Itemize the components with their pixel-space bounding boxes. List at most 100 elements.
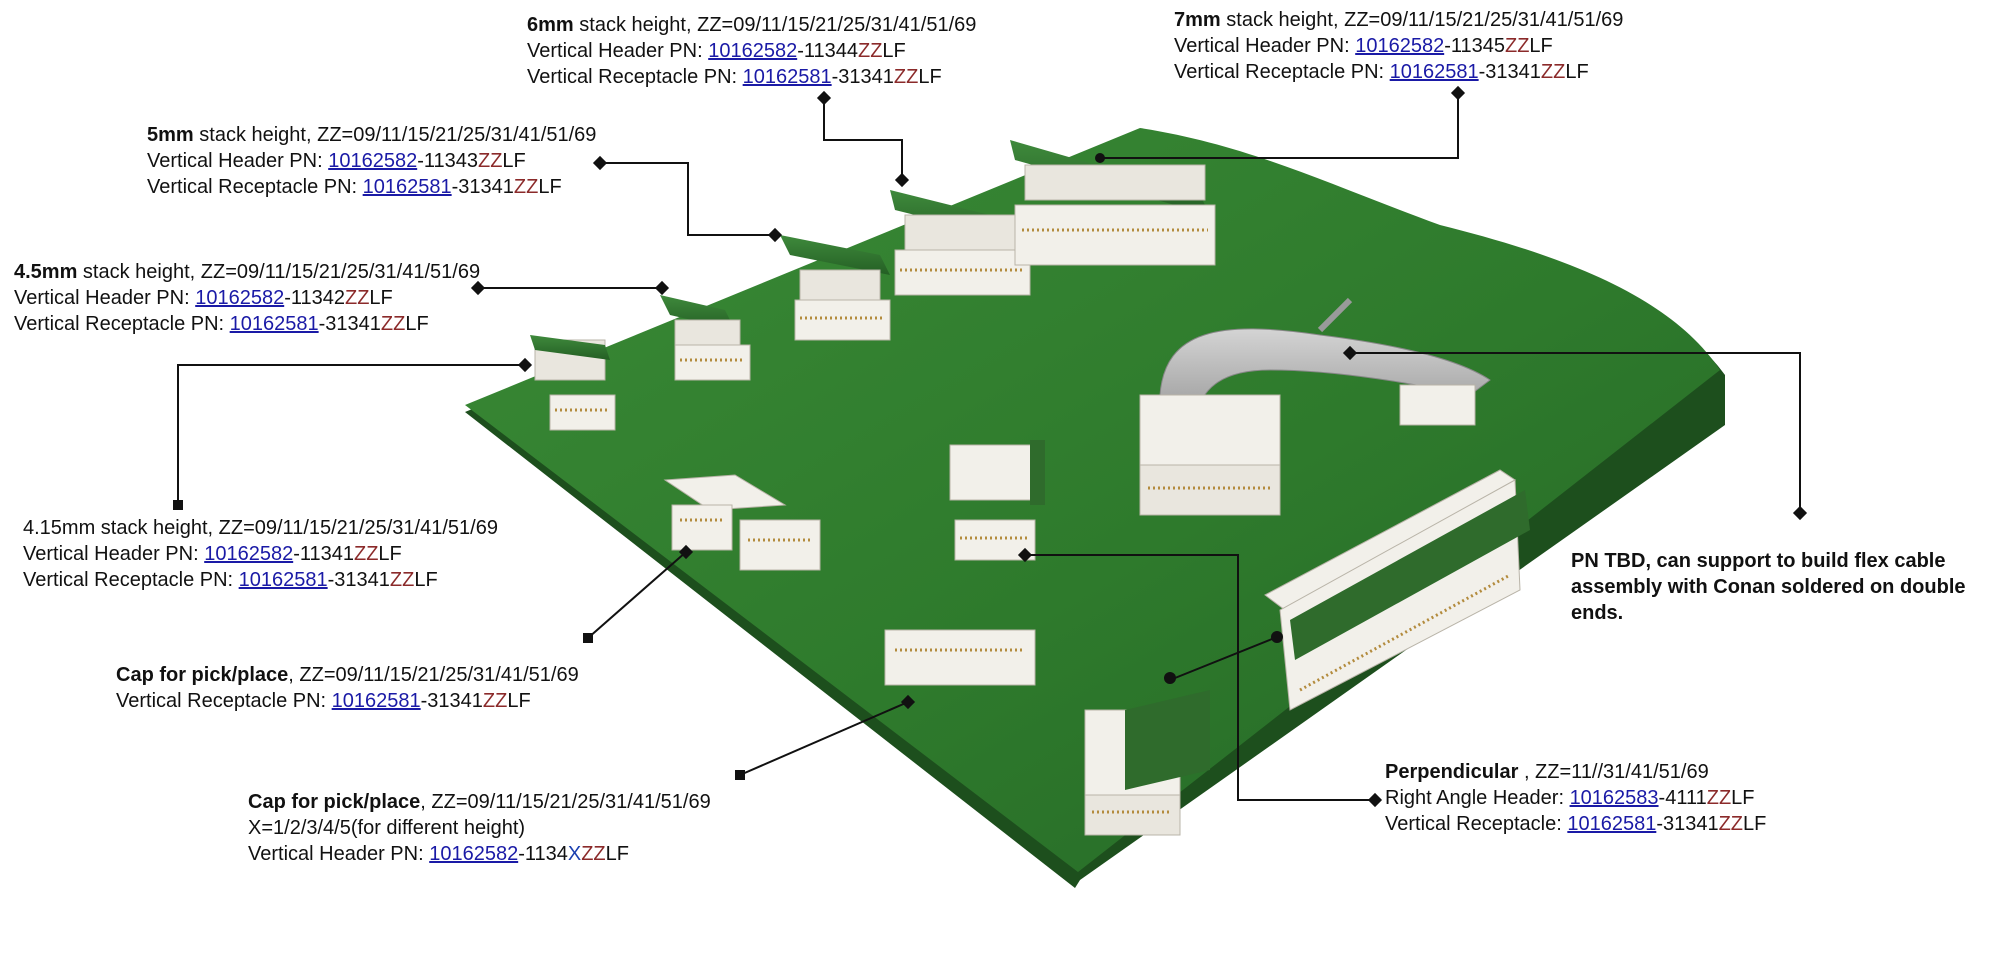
connector-4-15mm-stack	[530, 335, 616, 431]
lf-suffix: LF	[414, 569, 438, 591]
callout-flex-cable: PN TBD, can support to build flex cable …	[1571, 548, 2000, 626]
zz-token: ZZ	[513, 176, 539, 198]
header-label: Vertical Header PN:	[147, 150, 329, 172]
dot-5mm-start	[592, 155, 608, 171]
leader-cap-receptacle	[587, 551, 687, 639]
zz-options: , ZZ=09/11/15/21/25/31/41/51/69	[420, 791, 711, 813]
zz-token: ZZ	[1706, 787, 1732, 809]
receptacle-pn-suffix: -31341	[831, 66, 894, 88]
zz-options: , ZZ=11//31/41/51/69	[1518, 761, 1709, 783]
header-pn-link[interactable]: 10162582	[429, 843, 519, 865]
receptacle-pn-link[interactable]: 10162581	[742, 66, 832, 88]
receptacle-label: Vertical Receptacle PN:	[116, 690, 332, 712]
receptacle-pn-link[interactable]: 10162581	[331, 690, 421, 712]
zz-token: ZZ	[857, 40, 883, 62]
lf-suffix: LF	[1565, 61, 1589, 83]
connector-4-5mm-stack	[660, 295, 751, 381]
lf-suffix: LF	[1731, 787, 1755, 809]
stack-height-label: 7mm	[1174, 9, 1221, 31]
header-pn-line: Vertical Header PN: 10162582-11345ZZLF	[1174, 33, 1623, 59]
dot-4-15mm-end	[517, 357, 533, 373]
connector-5mm-stack	[780, 235, 891, 341]
zz-token: ZZ	[344, 287, 370, 309]
receptacle-pn-suffix: -31341	[1656, 813, 1719, 835]
dot-cap-header-end	[900, 694, 916, 710]
header-pn-suffix: -11341	[293, 543, 354, 565]
cap-pick-place-header	[884, 629, 1036, 686]
dot-7mm-end	[1095, 153, 1105, 163]
header-pn-suffix: -11344	[797, 40, 858, 62]
receptacle-pn-suffix: -31341	[420, 690, 483, 712]
receptacle-pn-suffix: -31341	[327, 569, 390, 591]
cap-label: Cap for pick/place	[116, 664, 289, 686]
flex-cable-assembly	[1139, 297, 1491, 516]
header-pn-line: Vertical Header PN: 10162582-11343ZZLF	[147, 148, 596, 174]
receptacle-label: Vertical Receptacle PN:	[23, 569, 239, 591]
receptacle-label: Vertical Receptacle:	[1385, 813, 1568, 835]
lf-suffix: LF	[405, 313, 429, 335]
header-label: Right Angle Header:	[1385, 787, 1570, 809]
lf-suffix: LF	[1529, 35, 1553, 57]
receptacle-pn-line: Vertical Receptacle PN: 10162581-31341ZZ…	[527, 64, 976, 90]
dot-cap-header-start	[735, 770, 745, 780]
callout-4-15mm: 4.15mm stack height, ZZ=09/11/15/21/25/3…	[23, 515, 498, 593]
dot-flex-end	[1792, 505, 1808, 521]
receptacle-pn-line: Vertical Receptacle PN: 10162581-31341ZZ…	[116, 688, 579, 714]
receptacle-label: Vertical Receptacle PN:	[147, 176, 363, 198]
dot-perp-end	[1017, 547, 1033, 563]
connector-7mm-stack	[1010, 140, 1216, 266]
header-label: Vertical Header PN:	[14, 287, 196, 309]
connector-perpendicular	[1084, 469, 1530, 836]
lf-suffix: LF	[369, 287, 393, 309]
stack-height-label: 5mm	[147, 124, 194, 146]
cap-label: Cap for pick/place	[248, 791, 421, 813]
receptacle-pn-link[interactable]: 10162581	[229, 313, 319, 335]
dot-flex-start	[1342, 345, 1358, 361]
zz-token: ZZ	[482, 690, 508, 712]
callout-4-5mm: 4.5mm stack height, ZZ=09/11/15/21/25/31…	[14, 259, 480, 337]
leader-4-15mm	[177, 364, 525, 505]
zz-options: , ZZ=09/11/15/21/25/31/41/51/69	[288, 664, 579, 686]
callout-cap-receptacle: Cap for pick/place, ZZ=09/11/15/21/25/31…	[116, 662, 579, 714]
header-pn-link[interactable]: 10162582	[328, 150, 418, 172]
header-pn-line: Vertical Header PN: 10162582-11342ZZLF	[14, 285, 480, 311]
leader-lines	[177, 93, 1801, 801]
zz-options: stack height, ZZ=09/11/15/21/25/31/41/51…	[1220, 9, 1624, 31]
dot-4-15mm-start	[173, 500, 183, 510]
receptacle-pn-link[interactable]: 10162581	[1567, 813, 1657, 835]
receptacle-pn-suffix: -31341	[1478, 61, 1541, 83]
dot-perp-start	[1367, 792, 1383, 808]
callout-4-5mm-title: 4.5mm stack height, ZZ=09/11/15/21/25/31…	[14, 259, 480, 285]
header-pn-link[interactable]: 10162582	[204, 543, 294, 565]
callout-5mm: 5mm stack height, ZZ=09/11/15/21/25/31/4…	[147, 122, 596, 200]
receptacle-pn-link[interactable]: 10162581	[362, 176, 452, 198]
dot-4-5mm-end	[654, 280, 670, 296]
zz-options: stack height, ZZ=09/11/15/21/25/31/41/51…	[77, 261, 481, 283]
header-pn-link[interactable]: 10162583	[1569, 787, 1659, 809]
header-pn-link[interactable]: 10162582	[1355, 35, 1445, 57]
header-pn-line: Vertical Header PN: 10162582-11344ZZLF	[527, 38, 976, 64]
receptacle-pn-link[interactable]: 10162581	[238, 569, 328, 591]
leader-perpendicular	[1025, 554, 1375, 801]
callout-7mm-title: 7mm stack height, ZZ=09/11/15/21/25/31/4…	[1174, 7, 1623, 33]
dot-perp-a	[1164, 672, 1176, 684]
header-pn-suffix: -11342	[284, 287, 345, 309]
header-label: Vertical Header PN:	[1174, 35, 1356, 57]
stack-height-label: 4.5mm	[14, 261, 78, 283]
dot-5mm-end	[767, 227, 783, 243]
header-pn-link[interactable]: 10162582	[708, 40, 798, 62]
stack-height-label: 6mm	[527, 14, 574, 36]
receptacle-pn-link[interactable]: 10162581	[1389, 61, 1479, 83]
lf-suffix: LF	[502, 150, 526, 172]
lf-suffix: LF	[378, 543, 402, 565]
receptacle-pn-suffix: -31341	[318, 313, 381, 335]
zz-token: ZZ	[893, 66, 919, 88]
pcb-board	[465, 128, 1725, 888]
callout-5mm-title: 5mm stack height, ZZ=09/11/15/21/25/31/4…	[147, 122, 596, 148]
header-pn-link[interactable]: 10162582	[195, 287, 285, 309]
receptacle-pn-line: Vertical Receptacle PN: 10162581-31341ZZ…	[147, 174, 596, 200]
header-pn-line: Vertical Header PN: 10162582-1134XZZLF	[248, 841, 711, 867]
zz-token: ZZ	[353, 543, 379, 565]
dot-4-5mm-start	[470, 280, 486, 296]
